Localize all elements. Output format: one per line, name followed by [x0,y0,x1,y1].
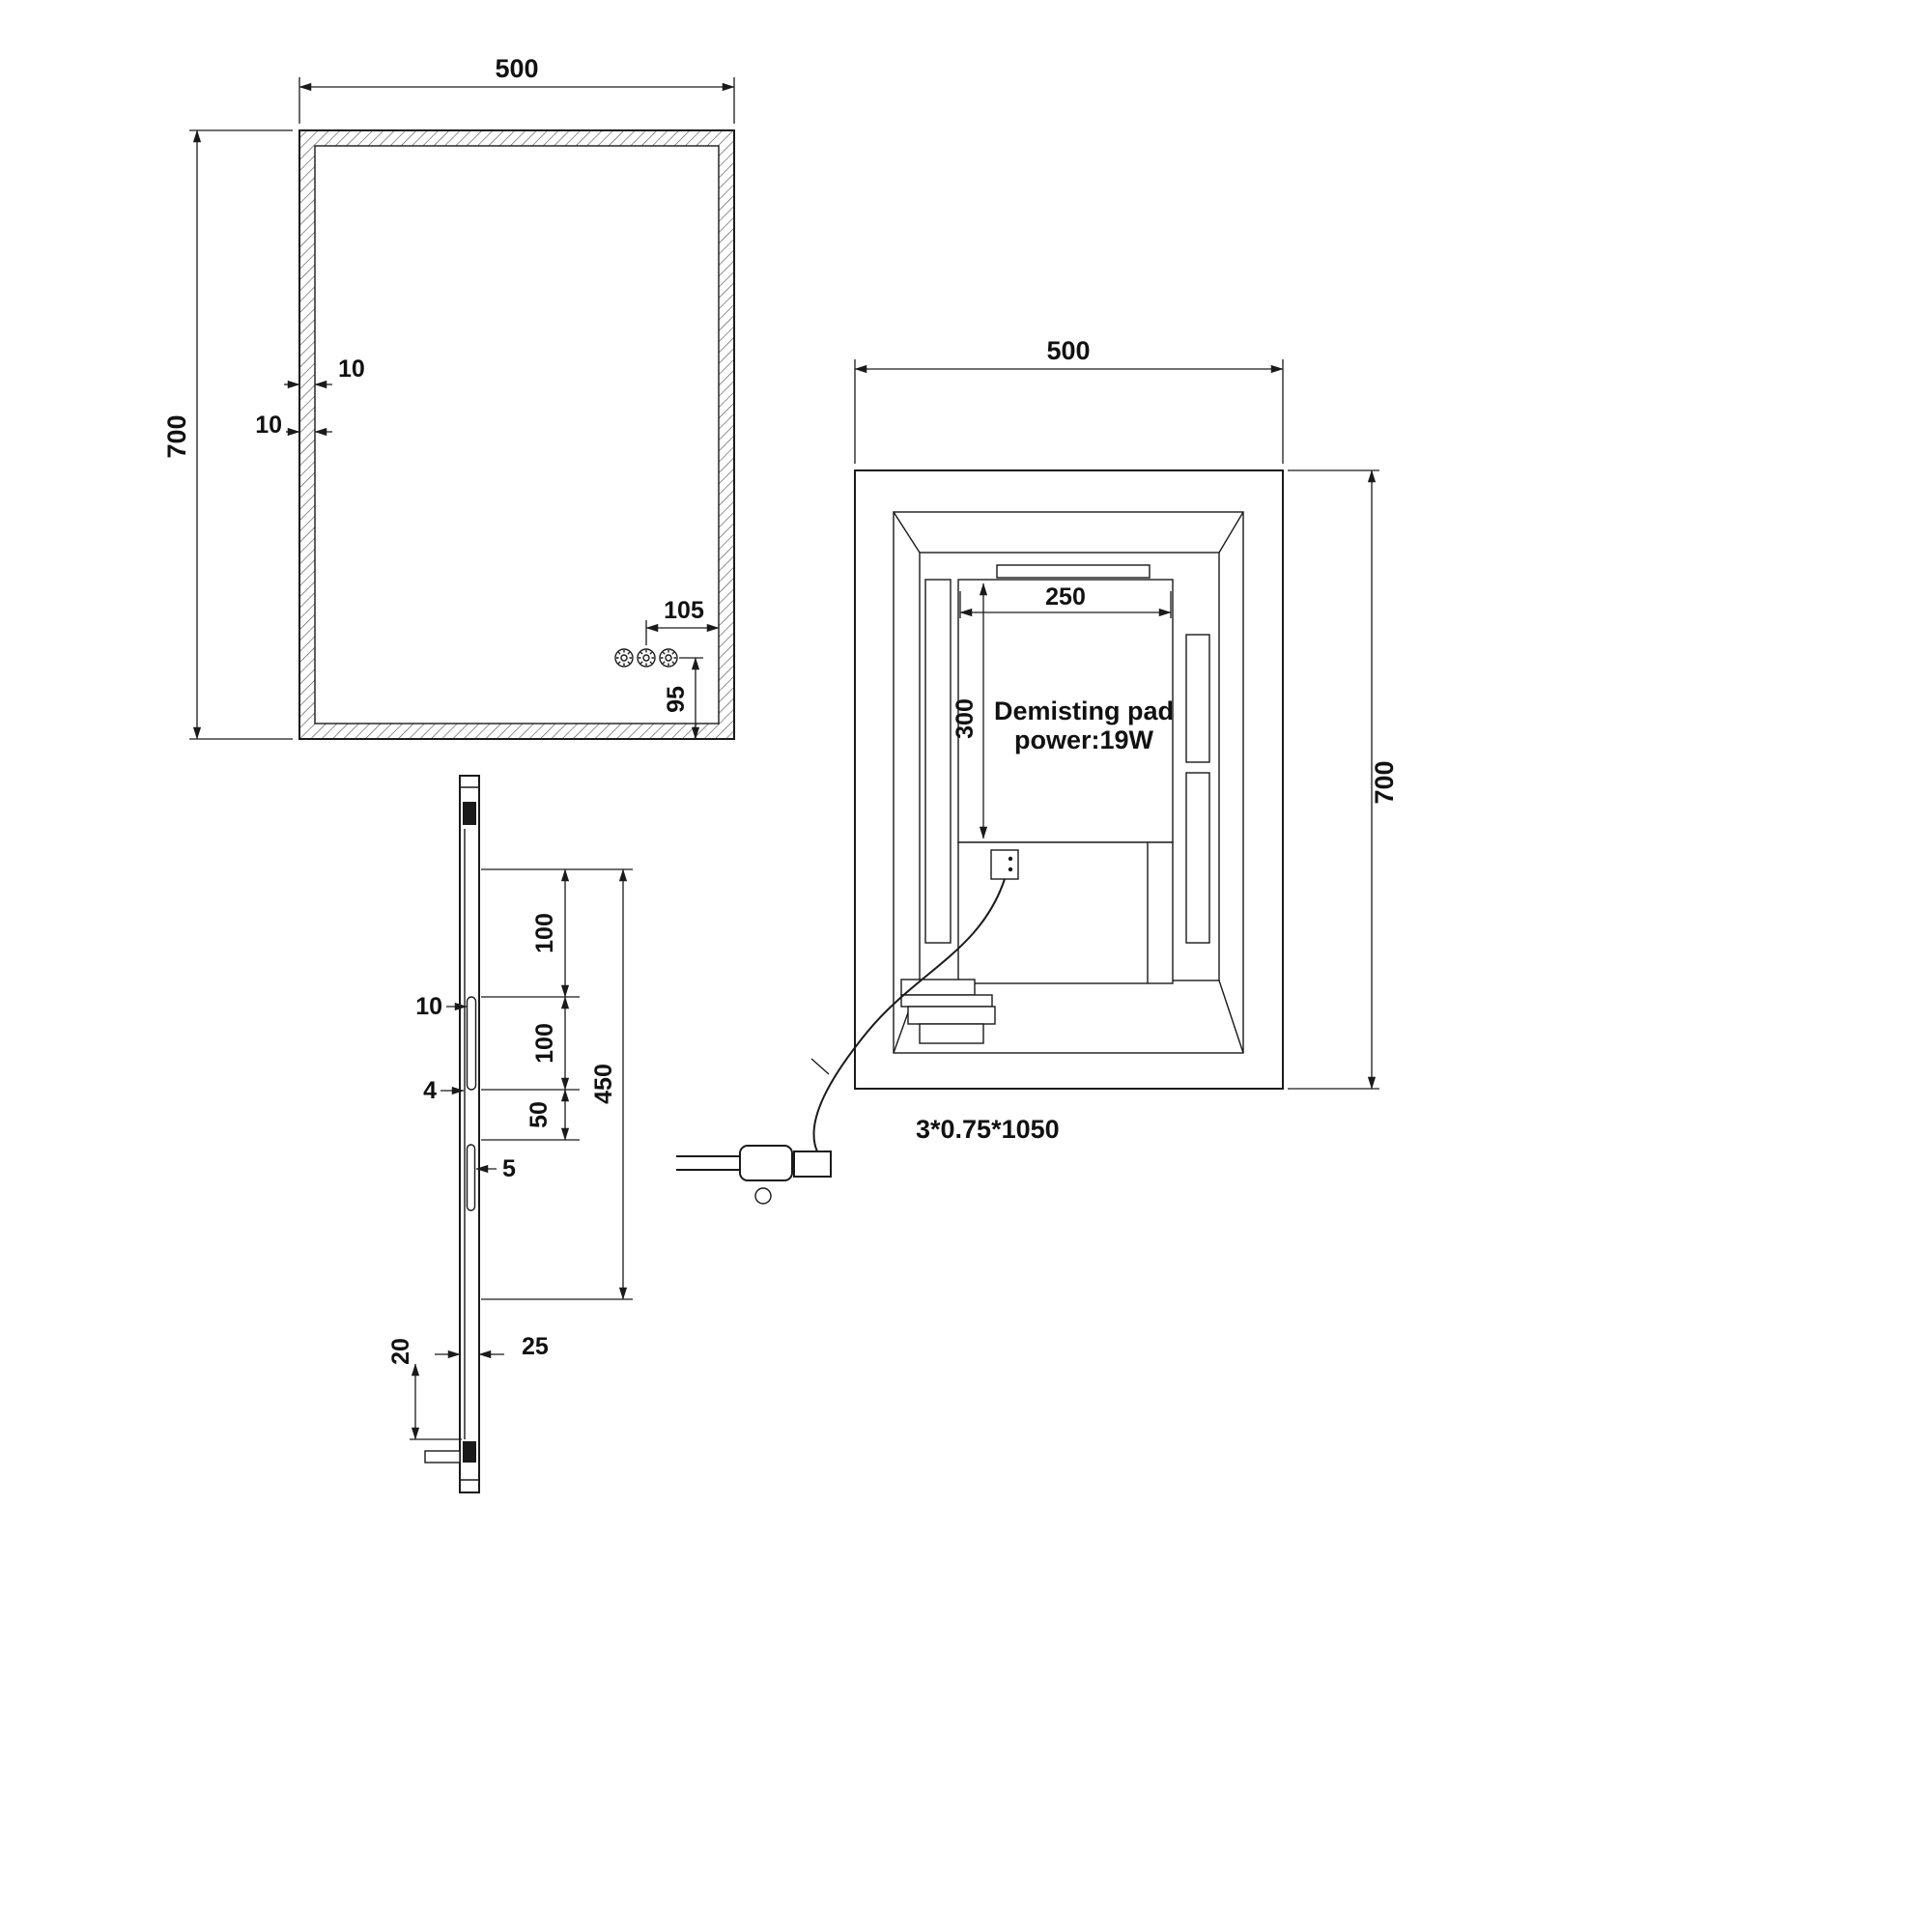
side-upper-label: 100 [531,913,558,953]
ext-line [481,868,633,1300]
side-lower-label: 50 [526,1101,553,1128]
side-view: 100 100 50 450 10 4 5 25 20 [387,775,633,1493]
ext-line [854,359,1284,464]
bottom-bracket [424,1450,461,1463]
led-strip-right-lower [1185,772,1210,944]
lip-label: 4 [423,1077,437,1104]
frame-thickness-label-2: 10 [255,412,282,439]
terminal-plate [900,994,993,1008]
front-width-label: 500 [495,54,538,83]
profile-body [459,775,480,1493]
slot-width-label: 10 [415,993,442,1020]
cord-grip [793,1151,832,1178]
connector-outline [990,849,1019,880]
terminal-plate [919,1023,984,1044]
cable-connector-box [990,849,1019,880]
cable-spec-label: 3*0.75*1050 [916,1115,1060,1144]
mirror-frame-hatch [299,130,734,739]
back-height-label: 700 [1370,760,1399,804]
back-width-label: 500 [1046,336,1090,365]
mirror-outline [298,129,735,740]
front-height-label: 700 [162,414,191,458]
power-button-icon [637,648,656,668]
ext-line [189,129,293,740]
bottom-fixing-block [463,1441,476,1463]
demist-button-icon [659,648,678,668]
mirror-inner-edge [314,145,720,724]
frame-thickness-label-1: 10 [338,355,365,383]
plug-prongs [676,1155,740,1171]
terminal-block [900,979,996,1044]
cable-leader-tick [810,1058,830,1075]
pad-height-label: 300 [952,698,979,739]
connector-pin [1008,856,1013,862]
plug-body [739,1145,793,1181]
power-plug [676,1145,832,1205]
power-cable [812,878,1006,1152]
pad-power: power:19W [1014,725,1154,754]
brightness-button-icon [614,648,634,668]
led-strip-right-upper [1185,634,1210,763]
sensor-offset-y-label: 95 [663,686,690,713]
ext-line [298,77,735,124]
sensor-offset-x-label: 105 [664,597,704,624]
top-fixing-block [463,802,476,825]
led-strip-top [996,564,1151,579]
ext-line [1288,469,1379,1090]
depth-label: 25 [522,1333,549,1360]
bottom-label: 20 [387,1338,414,1365]
keyhole-slot-1 [466,996,477,1091]
touch-buttons [614,648,678,668]
keyhole-slot-2 [466,1144,476,1211]
led-strip-left [924,579,952,944]
demisting-pad [957,579,1174,843]
pad-title: Demisting pad [994,696,1174,725]
frame-mitre-lines [893,511,1244,1054]
side-span-label: 450 [590,1064,617,1104]
back-view: 500 700 250 300 Demisting pad power:19W [676,336,1399,1205]
pad-width-label: 250 [1045,583,1086,611]
slot2-width-label: 5 [502,1155,516,1182]
side-slot-label: 100 [531,1023,558,1064]
plug-detail-circle [754,1187,772,1205]
front-view: 500 700 10 10 105 95 [162,54,735,740]
terminal-plate [907,1006,996,1025]
connector-pin [1008,867,1013,872]
